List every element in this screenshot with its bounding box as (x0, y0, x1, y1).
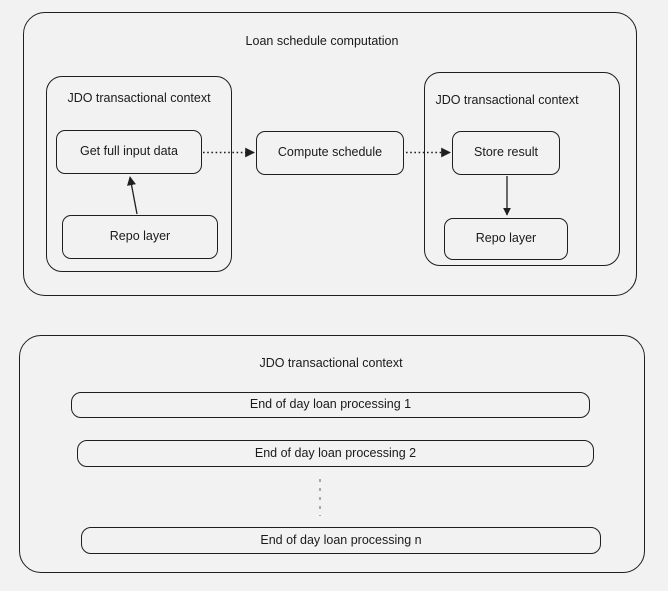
node-repo-layer-left[interactable]: Repo layer (62, 215, 218, 259)
group-jdo-context-right-label: JDO transactional context (435, 93, 579, 107)
node-repo-layer-right[interactable]: Repo layer (444, 218, 568, 260)
node-store-result[interactable]: Store result (452, 131, 560, 175)
group-end-of-day-context-label: JDO transactional context (259, 356, 403, 370)
node-end-of-day-loan-processing-2[interactable]: End of day loan processing 2 (77, 440, 594, 467)
node-end-of-day-loan-processing-n[interactable]: End of day loan processing n (81, 527, 601, 554)
node-get-full-input-data[interactable]: Get full input data (56, 130, 202, 174)
node-end-of-day-loan-processing-1[interactable]: End of day loan processing 1 (71, 392, 590, 418)
group-loan-schedule-computation-label: Loan schedule computation (245, 34, 399, 48)
node-compute-schedule[interactable]: Compute schedule (256, 131, 404, 175)
group-jdo-context-left-label: JDO transactional context (67, 91, 211, 105)
